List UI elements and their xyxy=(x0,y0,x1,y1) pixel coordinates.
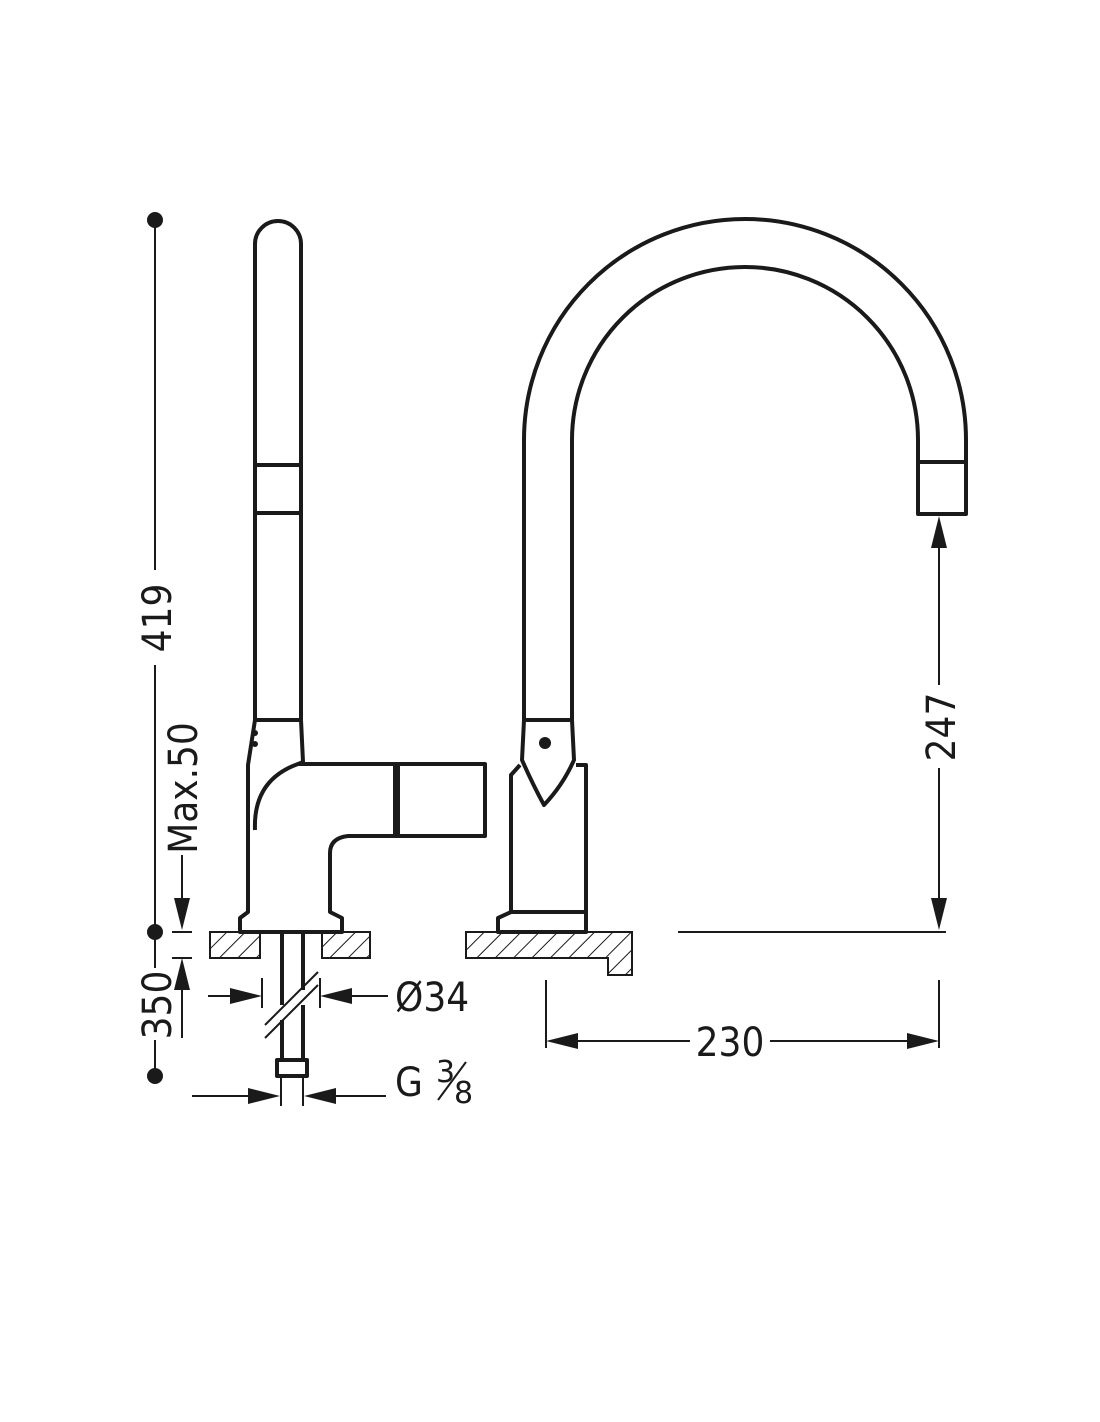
max50-arrow-down xyxy=(174,898,190,930)
dim-label-g-denominator: 8 xyxy=(454,1076,473,1111)
side-spout-tube xyxy=(253,219,303,720)
g38-fraction-bar xyxy=(437,1061,467,1101)
dim-label-350: 350 xyxy=(135,971,181,1040)
dim-label-419: 419 xyxy=(135,584,181,653)
d34-arrow-left xyxy=(230,988,262,1004)
d247-arrow-up xyxy=(931,516,947,548)
side-deck-hatch-right xyxy=(321,931,371,959)
faucet-side-view xyxy=(209,219,487,1106)
front-lever-shield xyxy=(520,719,576,807)
d230-arrow-right xyxy=(907,1033,939,1049)
side-hose-break-1 xyxy=(264,971,319,1026)
side-hose-fitting xyxy=(275,1058,309,1078)
d230-arrow-left xyxy=(546,1033,578,1049)
d247-arrow-down xyxy=(931,898,947,930)
dim-label-max50: Max.50 xyxy=(161,722,207,854)
dim-label-247: 247 xyxy=(919,693,965,762)
faucet-front-view xyxy=(465,217,968,976)
dim-label-g: G xyxy=(395,1060,423,1106)
front-deck-hatch xyxy=(465,931,633,976)
dim-label-d34: Ø34 xyxy=(395,975,469,1021)
thread-dimension: G 3 8 xyxy=(192,1055,473,1111)
dim-label-g-numerator: 3 xyxy=(436,1055,455,1090)
side-lever-handle xyxy=(393,762,487,838)
spout-reach-dimension: 230 xyxy=(545,980,940,1066)
d34-arrow-right xyxy=(320,988,352,1004)
side-hose-break-2 xyxy=(264,984,319,1039)
deck-thickness-dimension: Max.50 xyxy=(161,722,207,1038)
front-body-outline xyxy=(496,763,588,934)
hole-diameter-dimension: Ø34 xyxy=(208,975,469,1021)
height-dimension-chain: 419 350 xyxy=(135,212,181,1084)
g38-arrow-left xyxy=(248,1088,280,1104)
side-deck-hatch-left xyxy=(209,931,261,959)
front-gooseneck-spout xyxy=(522,217,968,720)
dim-label-230: 230 xyxy=(696,1020,765,1066)
front-lever-pin xyxy=(539,737,551,749)
g38-arrow-right xyxy=(304,1088,336,1104)
spout-clearance-dimension: 247 xyxy=(678,516,965,933)
side-body-outline xyxy=(238,719,398,934)
max50-arrow-up xyxy=(174,958,190,990)
dim-dot-bottom xyxy=(147,1068,163,1084)
